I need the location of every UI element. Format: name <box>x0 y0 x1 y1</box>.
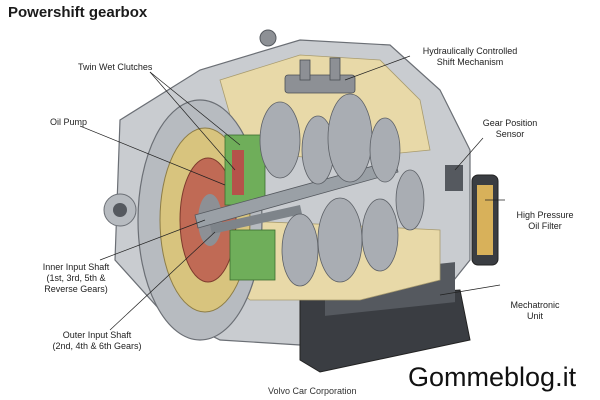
label-outer-shaft-line2: (2nd, 4th & 6th Gears) <box>52 341 142 351</box>
label-twin-wet-clutches: Twin Wet Clutches <box>78 62 153 72</box>
oil-filter-element <box>477 185 493 255</box>
clutch-pack-lower <box>229 229 276 281</box>
label-oil-filter-line1: High Pressure <box>516 210 574 220</box>
label-mechatronic-unit: Mechatronic Unit <box>500 300 570 322</box>
label-oil-filter: High Pressure Oil Filter <box>505 210 585 232</box>
label-outer-input-shaft: Outer Input Shaft (2nd, 4th & 6th Gears) <box>42 330 152 352</box>
mount-boss-left-hole <box>113 203 127 217</box>
label-hydraulic-shift-line2: Shift Mechanism <box>436 57 504 67</box>
outer-input-shaft <box>210 205 302 234</box>
label-gear-position-line1: Gear Position <box>482 118 538 128</box>
shift-mechanism <box>284 57 356 94</box>
label-mechatronic-line1: Mechatronic <box>510 300 560 310</box>
diagram-title: Powershift gearbox <box>8 4 148 21</box>
label-gear-position-line2: Sensor <box>495 129 525 139</box>
label-mechatronic-line2: Unit <box>526 311 543 321</box>
label-inner-shaft-line2: (1st, 3rd, 5th & <box>46 273 106 283</box>
gear-set <box>259 93 425 287</box>
clutch-pack-red <box>232 150 244 195</box>
leader-lines <box>79 55 505 331</box>
label-oil-filter-line2: Oil Filter <box>528 221 562 231</box>
label-inner-shaft-line1: Inner Input Shaft <box>42 262 110 272</box>
mount-boss-top <box>259 29 277 47</box>
label-hydraulic-shift-line1: Hydraulically Controlled <box>422 46 518 56</box>
gear-position-sensor <box>445 165 463 191</box>
label-gear-position-sensor: Gear Position Sensor <box>480 118 540 140</box>
label-inner-shaft-line3: Reverse Gears) <box>44 284 108 294</box>
label-oil-pump: Oil Pump <box>50 117 88 127</box>
label-inner-input-shaft: Inner Input Shaft (1st, 3rd, 5th & Rever… <box>28 262 124 295</box>
image-credit: Volvo Car Corporation <box>268 386 357 396</box>
watermark-box: Gommeblog.it <box>400 360 596 396</box>
label-hydraulic-shift: Hydraulically Controlled Shift Mechanism <box>400 46 540 68</box>
label-outer-shaft-line1: Outer Input Shaft <box>62 330 132 340</box>
clutch-pack <box>224 134 266 206</box>
watermark-text: Gommeblog.it <box>408 362 577 392</box>
